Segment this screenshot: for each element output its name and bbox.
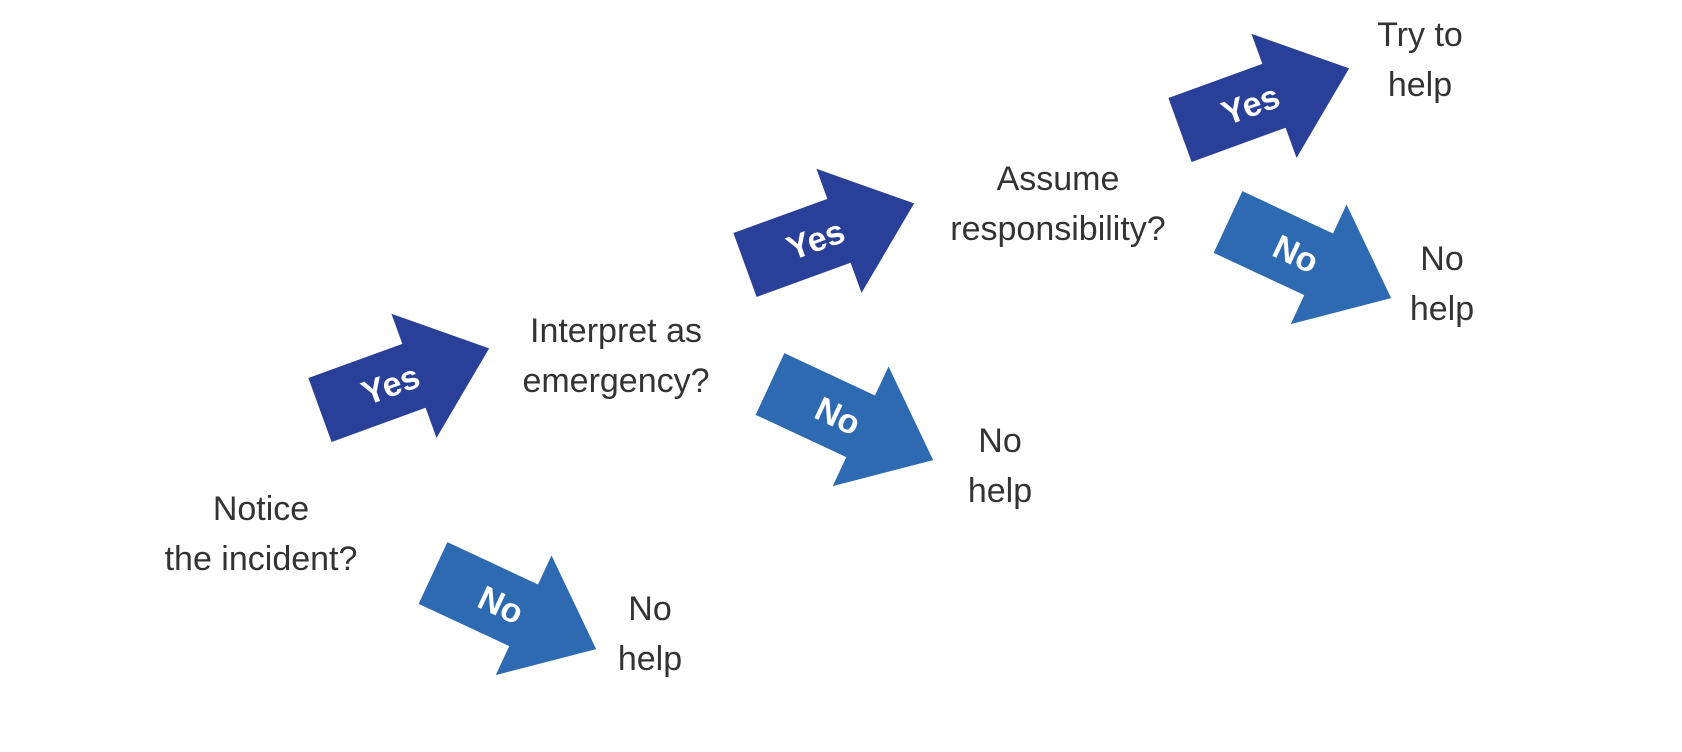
node-assume-line1: Assume <box>996 160 1120 198</box>
node-notice-line2: the incident? <box>164 540 358 578</box>
node-no-help-1-line2: help <box>617 640 683 678</box>
node-interpret-line1: Interpret as <box>530 312 702 350</box>
node-try-to-help-line2: help <box>1387 66 1453 104</box>
node-no-help-1: No help <box>590 584 710 684</box>
node-no-help-2-line1: No <box>978 422 1022 460</box>
yes-arrow-2: Yes <box>722 141 937 328</box>
node-interpret-line2: emergency? <box>522 362 710 400</box>
node-no-help-2: No help <box>940 416 1060 516</box>
node-no-help-3-line2: help <box>1409 290 1475 328</box>
node-notice-line1: Notice <box>212 490 310 528</box>
node-try-to-help: Try to help <box>1355 10 1485 110</box>
node-no-help-2-line2: help <box>967 472 1033 510</box>
node-try-to-help-line1: Try to <box>1377 16 1463 54</box>
no-arrow-1: No <box>405 513 625 709</box>
node-no-help-3: No help <box>1382 234 1502 334</box>
node-assume-line2: responsibility? <box>950 210 1166 248</box>
yes-arrow-1: Yes <box>297 286 512 473</box>
node-no-help-1-line1: No <box>628 590 672 628</box>
node-no-help-3-line1: No <box>1420 240 1464 278</box>
no-arrow-2: No <box>742 324 962 520</box>
node-notice: Notice the incident? <box>148 484 374 584</box>
node-interpret: Interpret as emergency? <box>500 306 732 406</box>
no-arrow-3: No <box>1200 162 1420 358</box>
node-assume: Assume responsibility? <box>930 154 1186 254</box>
yes-arrow-3: Yes <box>1157 6 1372 193</box>
